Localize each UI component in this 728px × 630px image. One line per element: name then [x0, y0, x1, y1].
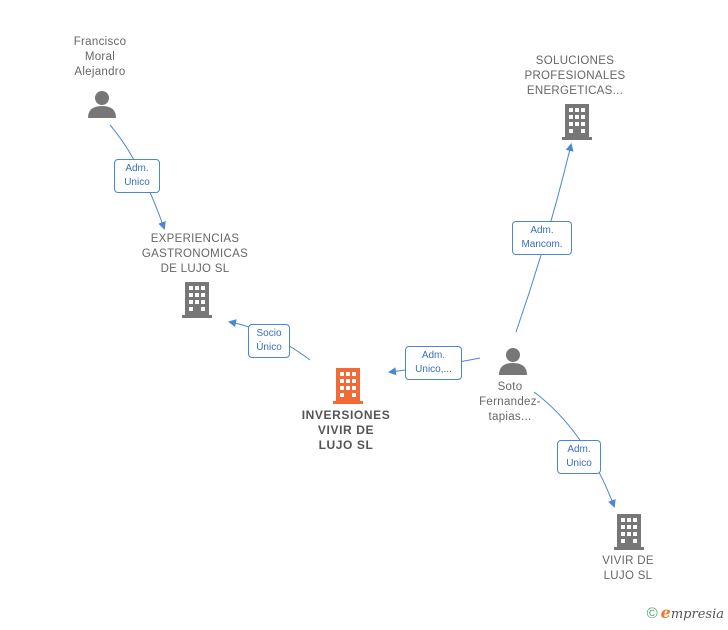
- building-icon[interactable]: [181, 282, 213, 318]
- node-label-soto[interactable]: Soto Fernandez- tapias...: [479, 381, 541, 423]
- footer-brand: ©empresia: [647, 603, 724, 622]
- edge-label-francisco-experiencias[interactable]: Adm. Unico: [114, 159, 160, 193]
- person-icon[interactable]: [86, 88, 118, 120]
- building-icon[interactable]: [561, 104, 593, 140]
- edge-label-soto-vivir[interactable]: Adm. Unico: [557, 440, 601, 474]
- brand-initial: e: [660, 603, 671, 622]
- building-icon[interactable]: [613, 514, 645, 550]
- node-label-inversiones[interactable]: INVERSIONES VIVIR DE LUJO SL: [301, 408, 391, 452]
- node-label-soluciones[interactable]: SOLUCIONES PROFESIONALES ENERGETICAS...: [524, 55, 626, 97]
- brand-logo: empresia: [661, 603, 724, 622]
- brand-rest: mpresia: [670, 607, 724, 622]
- edge-label-soto-soluciones[interactable]: Adm. Mancom.: [512, 221, 572, 255]
- person-icon[interactable]: [497, 345, 529, 377]
- node-label-francisco[interactable]: Francisco Moral Alejandro: [73, 36, 127, 78]
- edge-soto-vivir: [533, 391, 616, 508]
- edge-label-inversiones-experiencias[interactable]: Socio Único: [248, 324, 290, 358]
- copyright-symbol: ©: [646, 605, 658, 622]
- edge-label-soto-inversiones[interactable]: Adm. Unico,...: [405, 346, 462, 380]
- node-label-vivir[interactable]: VIVIR DE LUJO SL: [602, 555, 654, 582]
- building-icon-main[interactable]: [332, 368, 364, 404]
- node-label-experiencias[interactable]: EXPERIENCIAS GASTRONOMICAS DE LUJO SL: [141, 233, 249, 275]
